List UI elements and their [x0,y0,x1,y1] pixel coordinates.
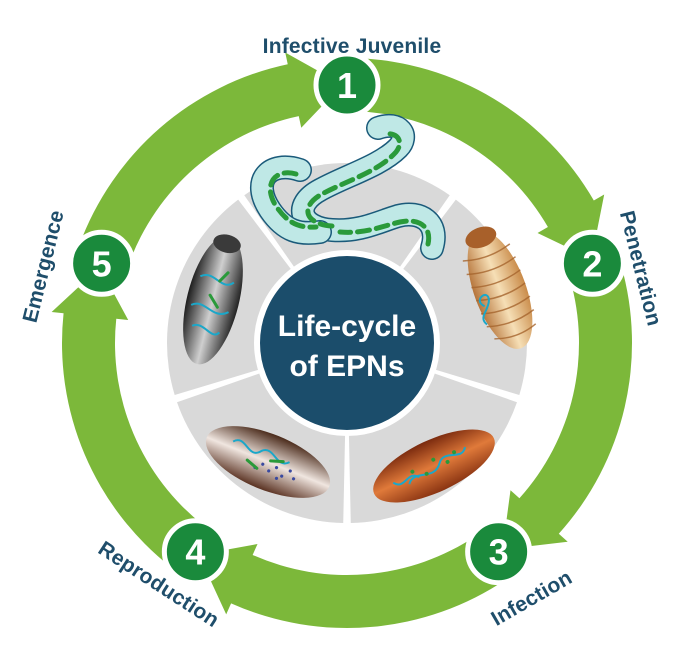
center-title-line1: Life-cycle [278,310,416,343]
stage-number-badges: 1 2 3 4 5 [68,51,626,586]
center-title-line2: of EPNs [289,350,404,383]
stage-number-4: 4 [185,532,205,573]
stage-number-3: 3 [489,532,509,573]
stage-badge-4: 4 [161,518,229,586]
stage-number-1: 1 [337,65,357,106]
cycle-arrow-5 [79,52,343,264]
nematode-illustration [250,114,446,260]
stage-badge-5: 5 [68,229,136,297]
cycle-arrow-1 [355,58,605,259]
cycle-arrow-3 [198,535,507,628]
grub-emergence-illustration [183,234,243,365]
stage-number-2: 2 [582,243,602,284]
cycle-arrow-ring [51,52,632,628]
grub-penetration-illustration [462,226,537,349]
stage-badge-1: 1 [313,51,381,119]
grub-infection-illustration [373,429,495,503]
stage-badge-3: 3 [465,518,533,586]
cycle-arrow-2 [502,264,632,550]
stage-badge-2: 2 [558,229,626,297]
center-circle [254,250,440,436]
stage-label-infective-juvenile: Infective Juvenile [263,35,442,58]
grub-reproduction-illustration [205,426,331,498]
stage-number-5: 5 [92,243,112,284]
cycle-arrow-4 [51,267,205,568]
